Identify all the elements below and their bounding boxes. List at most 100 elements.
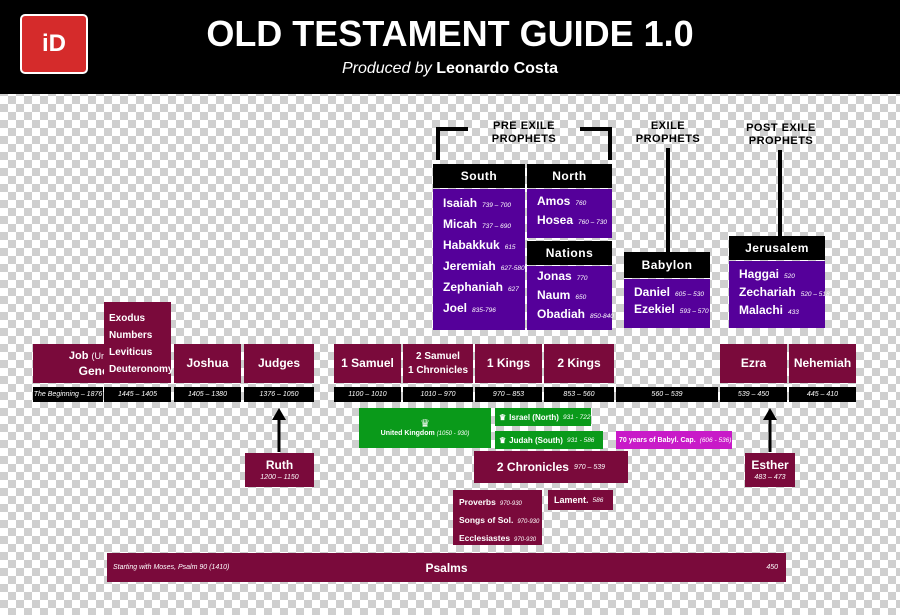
bracket-line: [436, 127, 468, 131]
book-joshua: Joshua: [174, 344, 241, 383]
connector-line: [778, 150, 782, 236]
book-2-chronicles-dates: 970 – 539: [573, 463, 606, 471]
date-judges: 1376 – 1050: [244, 387, 314, 402]
book-songs-dates: 970-930: [517, 519, 540, 525]
bracket-line: [436, 127, 440, 160]
crown-icon: ♛: [499, 435, 507, 445]
page-subtitle: Produced by Leonardo Costa: [150, 58, 750, 80]
prophet-name: Zephaniah: [443, 280, 504, 294]
book-esther: Esther 483 – 473: [745, 453, 795, 487]
post-exile-label: POST EXILE PROPHETS: [746, 122, 816, 147]
book-ecclesiastes-dates: 970-930: [514, 537, 537, 543]
bracket-line: [608, 127, 612, 160]
book-1-samuel: 1 Samuel: [334, 344, 401, 383]
prophet-name: Obadiah: [537, 307, 586, 321]
date-2-kings: 853 – 560: [544, 387, 614, 402]
book-lamentations-dates: 586: [592, 496, 604, 504]
israel-north-box: ♛ Israel (North)931 - 722: [495, 408, 591, 426]
torah-book: Exodus: [109, 313, 146, 324]
book-lamentations: Lament.586: [548, 490, 613, 510]
prophet-name: Hosea: [537, 213, 574, 227]
babylonian-captivity-dates: (606 - 536): [699, 436, 732, 444]
arrow-up-icon: [272, 408, 286, 452]
book-esther-dates: 483 – 473: [754, 473, 786, 481]
prophet-dates: 760 – 730: [578, 219, 607, 226]
book-ezra: Ezra: [720, 344, 787, 383]
connector-line: [666, 148, 670, 252]
date-1-kings: 970 – 853: [475, 387, 542, 402]
prophet-name: Amos: [537, 194, 571, 208]
exile-label: EXILE PROPHETS: [635, 120, 701, 145]
prophet-name: Habakkuk: [443, 238, 500, 252]
prophet-dates: 650: [575, 294, 587, 301]
date-joshua: 1405 – 1380: [174, 387, 241, 402]
date-2-samuel: 1010 – 970: [403, 387, 473, 402]
prophet-name: Naum: [537, 288, 571, 302]
date-exile: 560 – 539: [616, 387, 718, 402]
date-exodus: 1445 – 1405: [104, 387, 171, 402]
book-1-kings: 1 Kings: [475, 344, 542, 383]
subtitle-author: Leonardo Costa: [436, 60, 559, 77]
prophet-dates: 605 – 530: [675, 291, 704, 298]
prophet-dates: 770: [576, 275, 588, 282]
region-babylon-header: Babylon: [624, 252, 710, 278]
torah-book: Leviticus: [109, 347, 153, 358]
region-nations-header: Nations: [527, 241, 612, 265]
book-2-samuel-1-chronicles: 2 Samuel 1 Chronicles: [403, 344, 473, 383]
book-ruth-title: Ruth: [265, 457, 294, 472]
babylonian-captivity-label: 70 years of Babyl. Cap.: [619, 436, 696, 444]
subtitle-prefix: Produced by: [341, 60, 437, 77]
prophet-dates: 627-580: [500, 265, 525, 272]
book-ruth-dates: 1200 – 1150: [260, 473, 299, 481]
page-title: OLD TESTAMENT GUIDE 1.0: [206, 13, 694, 54]
region-jerusalem-header: Jerusalem: [729, 236, 825, 260]
book-2-chronicles-title: 2 Chronicles: [496, 459, 569, 474]
prophet-name: Micah: [443, 217, 478, 231]
prophet-name: Jeremiah: [443, 259, 496, 273]
prophet-name: Isaiah: [443, 196, 478, 210]
book-2-kings: 2 Kings: [544, 344, 614, 383]
prophet-name: Ezekiel: [634, 302, 675, 316]
psalms-title: Psalms: [425, 560, 468, 575]
judah-south-box: ♛ Judah (South)931 - 586: [495, 431, 603, 449]
region-north-header: North: [527, 164, 612, 188]
book-lamentations-title: Lament.: [554, 495, 589, 505]
logo: iD: [20, 14, 88, 74]
crown-icon: ♛: [420, 418, 430, 430]
book-judges: Judges: [244, 344, 314, 383]
prophet-dates: 739 – 700: [482, 202, 511, 209]
prophet-dates: 737 – 690: [482, 223, 511, 230]
prophet-name: Joel: [443, 301, 468, 315]
book-proverbs-dates: 970-930: [499, 501, 522, 507]
prophet-dates: 627: [508, 286, 519, 293]
judah-south-label: Judah (South): [509, 435, 563, 445]
arrow-up-icon: [763, 408, 777, 452]
book-2-samuel: 2 Samuel: [416, 350, 460, 362]
prophet-item: Zephaniah 627: [443, 280, 525, 301]
psalms-note: Starting with Moses, Psalm 90 (1410): [113, 564, 230, 571]
prophet-item: Micah 737 – 690: [443, 217, 525, 238]
prophet-dates: 433: [788, 309, 799, 316]
date-beginning: The Beginning – 1876: [33, 387, 103, 402]
torah-book: Deuteronomy: [109, 364, 174, 375]
prophet-dates: 615: [504, 244, 516, 251]
prophet-dates: 520 – 518: [800, 291, 830, 298]
prophet-item: Jeremiah 627-580: [443, 259, 525, 280]
